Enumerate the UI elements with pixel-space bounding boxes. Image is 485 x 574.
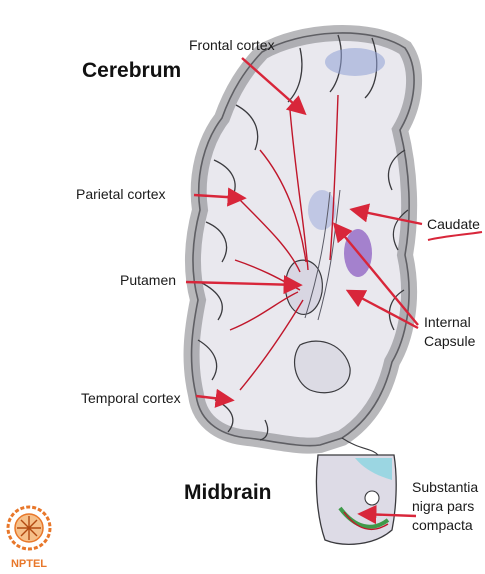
label-caudate: Caudate [427,216,480,232]
blue-tint-frontal [325,48,385,76]
nptel-logo: NPTEL [4,503,54,571]
label-substantia-line1: Substantia [412,479,478,495]
label-substantia-line3: compacta [412,517,473,533]
label-temporal-cortex: Temporal cortex [81,390,181,406]
nptel-logo-icon [4,503,54,553]
label-parietal-cortex: Parietal cortex [76,186,165,202]
cerebral-aqueduct [365,491,379,505]
label-putamen: Putamen [120,272,176,288]
cerebrum-title: Cerebrum [82,59,181,83]
caudate-underline [428,232,482,240]
putamen-region [285,260,322,314]
nptel-logo-text: NPTEL [4,558,54,570]
label-substantia-line2: nigra pars [412,498,474,514]
midbrain-title: Midbrain [184,481,272,505]
label-frontal-cortex: Frontal cortex [189,37,275,53]
label-internal-capsule-line2: Capsule [424,333,475,349]
label-internal-capsule-line1: Internal [424,314,471,330]
